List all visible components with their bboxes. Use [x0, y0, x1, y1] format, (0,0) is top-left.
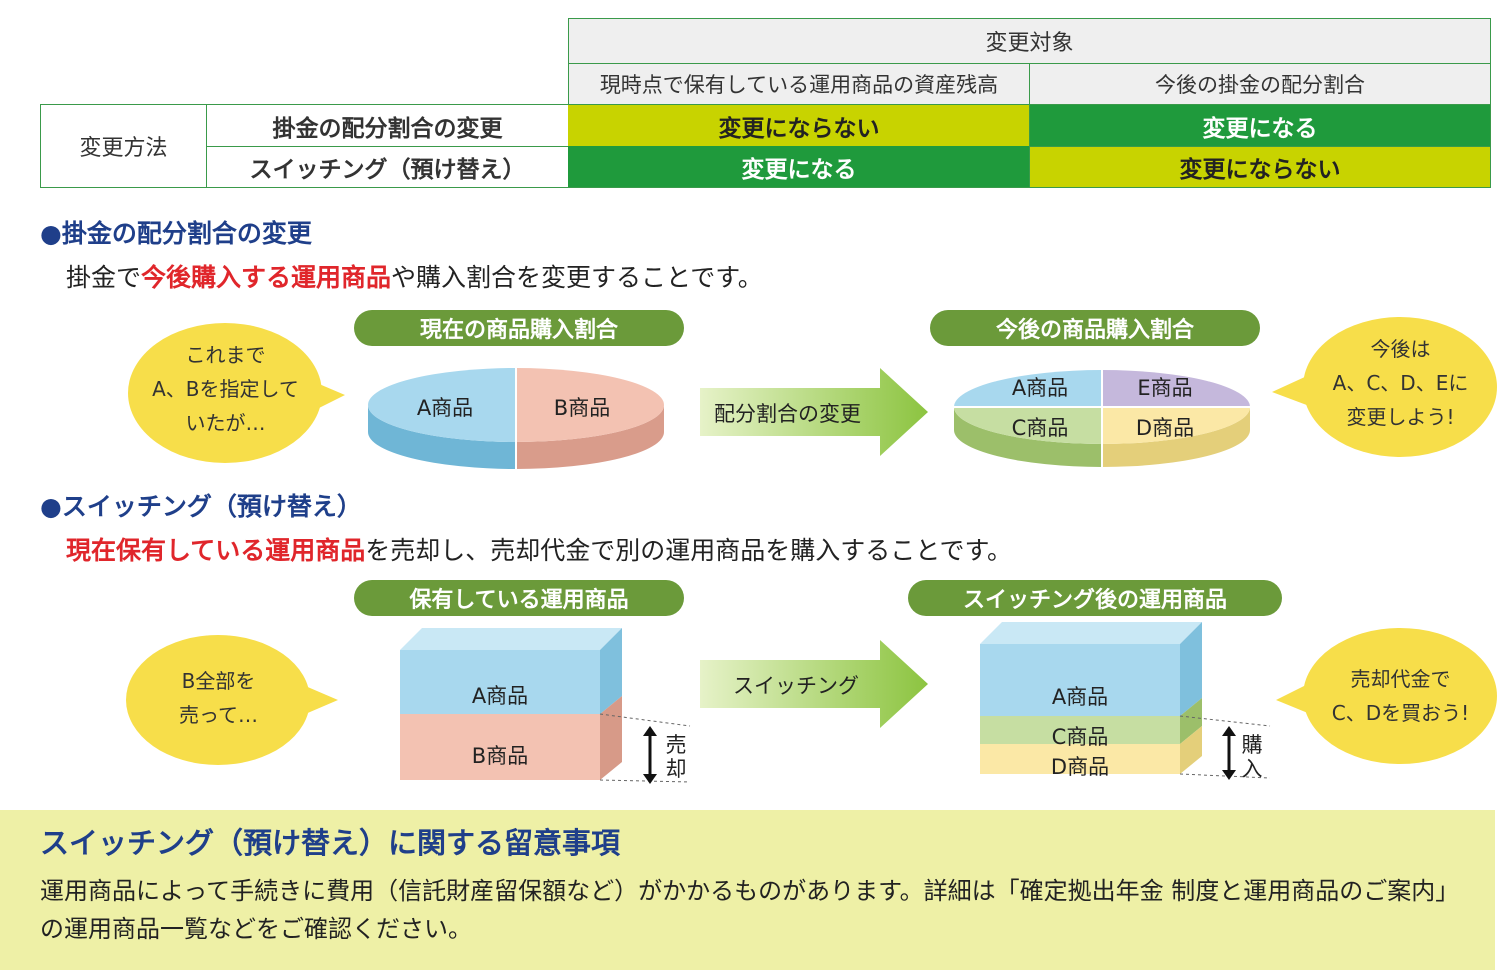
bubble-right-1-line: 変更しよう! — [1346, 405, 1455, 429]
section2-desc-post: を売却し、売却代金で別の運用商品を購入することです。 — [365, 536, 1013, 565]
col-holdings-header: 現時点で保有している運用商品の資産残高 — [568, 63, 1030, 105]
after-switching-pill: スイッチング後の運用商品 — [908, 580, 1282, 616]
block-left-b: B商品 — [471, 744, 529, 768]
switching-arrow — [700, 640, 928, 728]
current-ratio-pill: 現在の商品購入割合 — [354, 310, 684, 346]
bubble-left-2-line: 売って… — [179, 703, 258, 727]
bubble-left-1-line: A、Bを指定して — [152, 377, 299, 401]
pie-right-slice-a: A商品 — [1011, 376, 1069, 400]
pie-left-slice-a: A商品 — [416, 396, 474, 420]
ratio-change-arrow-label: 配分割合の変更 — [714, 402, 861, 426]
after-switching-block-stack — [980, 622, 1271, 779]
pie-right-slice-c: C商品 — [1011, 416, 1069, 440]
col-future-header: 今後の掛金の配分割合 — [1029, 63, 1491, 105]
bubble-left-1-text: これまで A、Bを指定して いたが… — [128, 338, 323, 440]
pie-left-slice-b: B商品 — [553, 396, 611, 420]
section1-title: ●掛金の配分割合の変更 — [40, 219, 312, 248]
bubble-left-2-text: B全部を 売って… — [126, 664, 311, 732]
notice-body: 運用商品によって手続きに費用（信託財産留保額など）がかかるものがあります。詳細は… — [40, 877, 1460, 943]
bubble-left-1-line: これまで — [185, 343, 266, 367]
row1-holdings: 変更にならない — [568, 104, 1030, 147]
bubble-left-1-line: いたが… — [185, 411, 266, 435]
bubble-right-2-line: C、Dを買おう! — [1331, 701, 1470, 725]
section2-title: ●スイッチング（預け替え） — [40, 492, 362, 521]
section1-graphics — [128, 317, 1497, 469]
holdings-block-stack — [400, 628, 691, 783]
section2-desc-emphasis: 現在保有している運用商品 — [66, 536, 366, 565]
block-left-a: A商品 — [471, 684, 529, 708]
speech-bubble-right-2 — [1276, 628, 1497, 764]
section2-description: 現在保有している運用商品を売却し、売却代金で別の運用商品を購入することです。 — [66, 531, 1012, 567]
future-pie-chart — [954, 370, 1250, 467]
section1-desc-emphasis: 今後購入する運用商品 — [141, 263, 392, 292]
bubble-right-1-line: 今後は — [1370, 337, 1431, 361]
section1-description: 掛金で今後購入する運用商品や購入割合を変更することです。 — [66, 258, 763, 294]
bubble-right-1-line: A、C、D、Eに — [1332, 371, 1469, 395]
notice-panel — [0, 810, 1495, 970]
buy-double-arrow — [1222, 726, 1236, 780]
block-right-d: D商品 — [1050, 755, 1110, 779]
holdings-pill: 保有している運用商品 — [354, 580, 684, 616]
section1-desc-post: や購入割合を変更することです。 — [391, 263, 763, 292]
block-right-a: A商品 — [1051, 685, 1109, 709]
pie-right-slice-e: E商品 — [1137, 376, 1193, 400]
switching-arrow-label: スイッチング — [733, 674, 859, 698]
sell-double-arrow — [643, 726, 657, 784]
speech-bubble-right-1 — [1272, 317, 1497, 457]
row2-method: スイッチング（預け替え） — [206, 146, 569, 188]
row1-method: 掛金の配分割合の変更 — [206, 104, 569, 147]
pie-right-slice-d: D商品 — [1135, 416, 1195, 440]
bubble-right-2-text: 売却代金で C、Dを買おう! — [1303, 662, 1498, 730]
buy-label: 購入 — [1241, 733, 1263, 781]
method-label: 変更方法 — [40, 104, 207, 188]
row1-future: 変更になる — [1029, 104, 1491, 147]
speech-bubble-left-1 — [128, 323, 345, 463]
ratio-change-arrow — [700, 368, 928, 456]
current-pie-chart — [368, 368, 664, 469]
section2-graphics — [126, 622, 1497, 784]
row2-future: 変更にならない — [1029, 146, 1491, 188]
speech-bubble-left-2 — [126, 635, 338, 765]
bubble-left-2-line: B全部を — [181, 669, 256, 693]
block-right-c: C商品 — [1051, 725, 1109, 749]
target-header: 変更対象 — [568, 18, 1491, 64]
section1-desc-pre: 掛金で — [66, 263, 142, 292]
sell-label: 売却 — [665, 733, 687, 781]
bubble-right-2-line: 売却代金で — [1350, 667, 1451, 691]
future-ratio-pill: 今後の商品購入割合 — [930, 310, 1260, 346]
bubble-right-1-text: 今後は A、C、D、Eに 変更しよう! — [1303, 332, 1498, 434]
notice-title: スイッチング（預け替え）に関する留意事項 — [40, 826, 621, 860]
row2-holdings: 変更になる — [568, 146, 1030, 188]
